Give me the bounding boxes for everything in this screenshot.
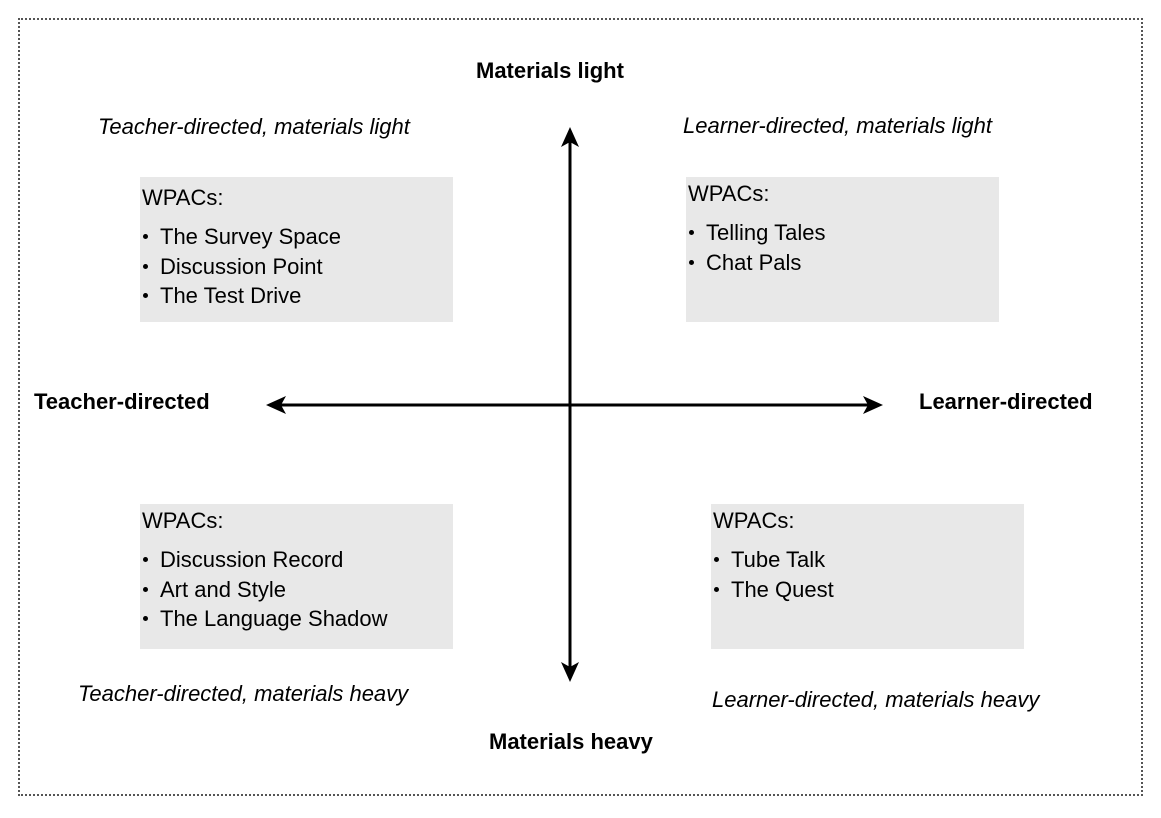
list-item-label: Chat Pals xyxy=(706,249,802,275)
list-item: The Survey Space xyxy=(142,226,453,256)
list-item: Discussion Record xyxy=(142,549,453,579)
arrow-down-icon xyxy=(561,662,579,682)
bullet-icon xyxy=(143,293,148,298)
wpac-heading: WPACs: xyxy=(688,181,770,206)
wpac-heading: WPACs: xyxy=(713,508,795,533)
list-item: Discussion Point xyxy=(142,253,453,286)
list-item: The Quest xyxy=(713,576,1024,609)
list-item-label: Discussion Point xyxy=(160,253,323,279)
list-item: Telling Tales xyxy=(688,222,999,252)
bullet-icon xyxy=(143,616,148,621)
bullet-icon xyxy=(143,557,148,562)
bullet-icon xyxy=(714,586,719,592)
list-item: The Language Shadow xyxy=(142,608,453,638)
wpac-list: The Survey Space Discussion Point The Te… xyxy=(142,226,453,315)
list-item-label: The Quest xyxy=(731,576,834,602)
wpac-list: Telling Tales Chat Pals xyxy=(688,222,999,281)
quadrant-label-top-right: Learner-directed, materials light xyxy=(683,113,992,138)
wpac-list: Discussion Record Art and Style The Lang… xyxy=(142,549,453,638)
list-item-label: Tube Talk xyxy=(731,547,826,572)
list-item-label: The Test Drive xyxy=(160,283,302,308)
wpac-box-bottom-left: WPACs: Discussion Record Art and Style T… xyxy=(140,504,453,649)
arrow-up-icon xyxy=(561,127,579,147)
arrow-right-icon xyxy=(863,396,883,414)
list-item: The Test Drive xyxy=(142,285,453,315)
quadrant-label-top-left: Teacher-directed, materials light xyxy=(98,114,410,139)
axis-label-right: Learner-directed xyxy=(919,389,1093,414)
axis-label-top: Materials light xyxy=(476,58,624,83)
bullet-icon xyxy=(143,263,148,269)
wpac-box-top-right: WPACs: Telling Tales Chat Pals xyxy=(686,177,999,322)
bullet-icon xyxy=(689,230,694,235)
bullet-icon xyxy=(714,557,719,562)
wpac-heading: WPACs: xyxy=(142,508,224,533)
axis-label-bottom: Materials heavy xyxy=(489,729,653,754)
wpac-box-bottom-right: WPACs: Tube Talk The Quest xyxy=(711,504,1024,649)
list-item: Tube Talk xyxy=(713,549,1024,579)
diagram-frame xyxy=(18,18,1143,796)
list-item-label: The Survey Space xyxy=(160,224,341,249)
bullet-icon xyxy=(143,234,148,239)
horizontal-axis xyxy=(266,396,883,414)
wpac-heading: WPACs: xyxy=(142,185,224,210)
wpac-box-top-left: WPACs: The Survey Space Discussion Point… xyxy=(140,177,453,322)
list-item: Art and Style xyxy=(142,576,453,609)
list-item-label: Discussion Record xyxy=(160,547,344,572)
list-item-label: Art and Style xyxy=(160,576,286,602)
wpac-list: Tube Talk The Quest xyxy=(713,549,1024,608)
bullet-icon xyxy=(689,259,694,265)
list-item-label: Telling Tales xyxy=(706,220,826,245)
arrow-left-icon xyxy=(266,396,286,414)
bullet-icon xyxy=(143,586,148,592)
list-item: Chat Pals xyxy=(688,249,999,282)
axis-label-left: Teacher-directed xyxy=(34,389,210,414)
list-item-label: The Language Shadow xyxy=(160,606,388,631)
quadrant-label-bottom-right: Learner-directed, materials heavy xyxy=(712,687,1040,712)
quadrant-label-bottom-left: Teacher-directed, materials heavy xyxy=(78,681,409,706)
